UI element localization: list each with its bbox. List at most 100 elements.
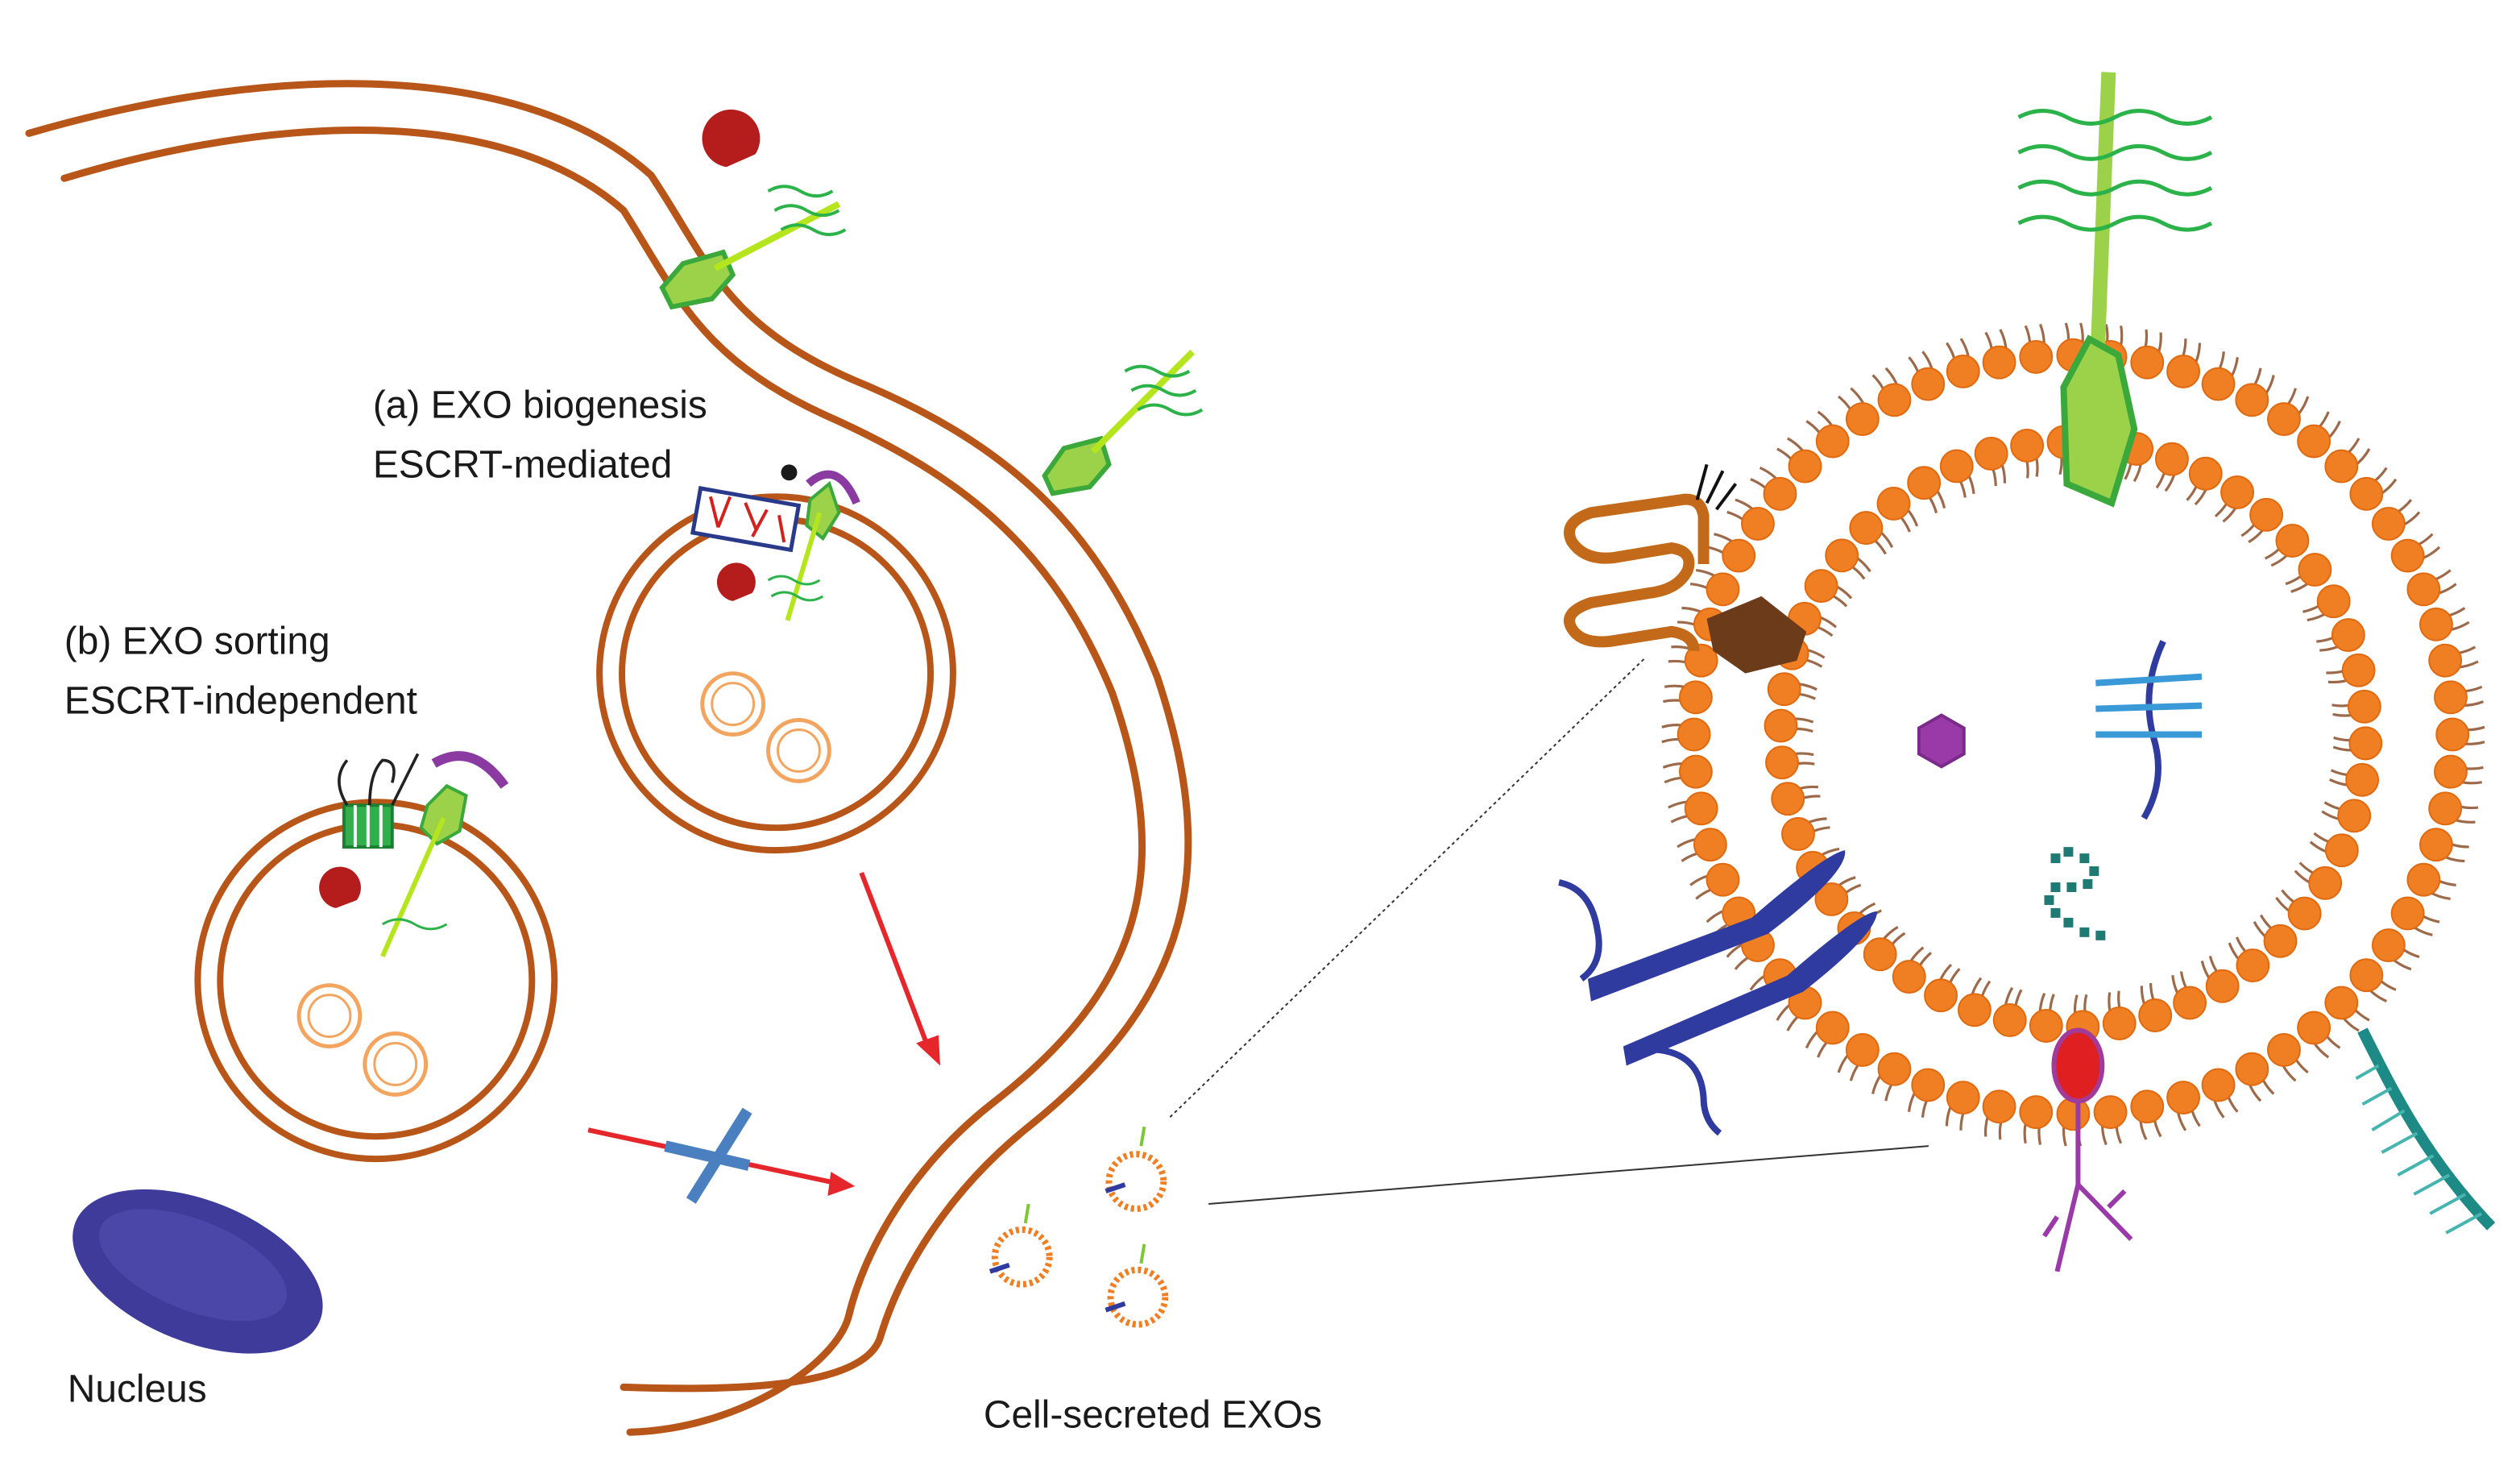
lipid-head xyxy=(2298,553,2332,587)
lipid-head xyxy=(2434,754,2468,789)
lipid-head xyxy=(1771,782,1805,816)
lipid-head xyxy=(2349,958,2384,993)
lipid-head xyxy=(1767,672,1801,707)
lipid-head xyxy=(2324,833,2359,868)
secreted-exo-2 xyxy=(989,1203,1053,1288)
lipid-head xyxy=(2130,345,2165,380)
lipid-head xyxy=(2267,1032,2301,1067)
lipid-head xyxy=(1804,569,1838,604)
lipid-head xyxy=(2019,340,2054,374)
lipid-head xyxy=(1677,717,1711,752)
secreted-exo-1 xyxy=(1105,1126,1167,1212)
lipid-head xyxy=(1684,643,1718,678)
lipid-head xyxy=(1877,1052,1912,1086)
lipid-head xyxy=(1939,449,1974,484)
lipid-head xyxy=(2345,762,2380,797)
lipid-head xyxy=(1788,449,1822,484)
membrane-receptor-right xyxy=(1042,349,1204,496)
lipid-head xyxy=(1924,978,1958,1013)
pacman-protein-membrane xyxy=(702,109,761,168)
lipid-head xyxy=(2337,799,2372,833)
arrow-biogenesis-to-membrane xyxy=(859,871,941,1066)
label-sorting-line2: ESCRT-independent xyxy=(64,680,417,723)
label-nucleus: Nucleus xyxy=(68,1368,207,1410)
lipid-head xyxy=(2418,607,2453,641)
lipid-head xyxy=(2324,449,2359,484)
lipid-head xyxy=(2371,928,2406,962)
lipid-head xyxy=(1946,1081,1980,1114)
lipid-head xyxy=(1876,486,1911,521)
lipid-head xyxy=(2235,1052,2269,1086)
lipid-head xyxy=(2406,572,2441,607)
lipid-head xyxy=(2347,689,2381,724)
lipid-head xyxy=(1845,1032,1880,1067)
lipid-head xyxy=(1678,754,1713,789)
lipid-head xyxy=(1764,708,1798,743)
lipid-head xyxy=(1946,355,1980,388)
lipid-head xyxy=(2324,986,2359,1020)
arrow-sorting-blocked xyxy=(587,1107,856,1204)
zoomed-exosome xyxy=(1661,322,2485,1147)
lipid-head xyxy=(2434,680,2468,715)
lipid-head xyxy=(2154,442,2189,476)
cell-membrane xyxy=(25,80,1192,1436)
mvb-escrt-independent xyxy=(194,751,558,1163)
secreted-exo-3 xyxy=(1105,1243,1169,1328)
lipid-head xyxy=(2249,497,2284,532)
lipid-head xyxy=(1982,1090,2016,1124)
lipid-head xyxy=(2138,998,2173,1032)
lipid-head xyxy=(1845,402,1880,436)
lipid-head xyxy=(2205,969,2240,1003)
lipid-head xyxy=(2418,828,2453,862)
lipid-head xyxy=(2188,456,2223,491)
lipid-head xyxy=(2348,726,2383,761)
lipid-head xyxy=(2390,896,2425,931)
lipid-head xyxy=(1911,1068,1946,1102)
lipid-head xyxy=(2428,643,2463,678)
lipid-head xyxy=(1877,383,1912,417)
exosome-teal-protein xyxy=(2355,1027,2496,1235)
exosome-top-receptor xyxy=(2017,72,2213,508)
zoom-line-bottom xyxy=(1208,1145,1929,1205)
label-secreted-exos: Cell-secreted EXOs xyxy=(984,1393,1322,1436)
lipid-head xyxy=(2371,506,2406,541)
lipid-head xyxy=(2406,862,2441,897)
membrane-receptor-top xyxy=(659,185,847,310)
lipid-head xyxy=(2029,1009,2063,1043)
lipid-head xyxy=(2297,1011,2331,1045)
lipid-head xyxy=(2019,1095,2054,1129)
lipid-head xyxy=(2390,538,2425,573)
lipid-head xyxy=(2435,717,2470,752)
lipid-head xyxy=(1814,882,1849,916)
label-biogenesis-line2: ESCRT-mediated xyxy=(373,443,673,486)
lipid-head xyxy=(2263,924,2298,958)
lipid-head xyxy=(2220,475,2255,509)
lipid-head xyxy=(2341,653,2376,687)
lipid-head xyxy=(1849,511,1884,546)
exosome-serpentine-receptor xyxy=(1564,463,1738,652)
lipid-head xyxy=(1693,828,1727,862)
lipid-head xyxy=(1992,1002,2027,1037)
lipid-head xyxy=(1957,993,1992,1027)
exosome-integrin xyxy=(1558,850,1878,1136)
lipid-head xyxy=(1982,345,2016,380)
lipid-head xyxy=(2173,986,2207,1020)
mvb-escrt-mediated xyxy=(596,464,956,854)
lipid-head xyxy=(1741,506,1775,541)
lipid-head xyxy=(2102,1007,2137,1040)
exosome-red-protein xyxy=(2042,1027,2133,1272)
lipid-head xyxy=(1781,817,1815,851)
lipid-head xyxy=(2236,948,2270,983)
lipid-head xyxy=(2297,424,2331,459)
lipid-head xyxy=(1678,680,1713,715)
lipid-head xyxy=(1863,937,1897,972)
lipid-head xyxy=(2130,1090,2165,1124)
label-sorting-line1: (b) EXO sorting xyxy=(64,621,330,663)
lipid-head xyxy=(2331,618,2365,652)
lipid-head xyxy=(1974,437,2008,471)
lipid-head xyxy=(1911,367,1946,401)
lipid-head xyxy=(1722,538,1756,573)
lipid-head xyxy=(2166,355,2201,388)
lipid-head xyxy=(2428,791,2463,826)
